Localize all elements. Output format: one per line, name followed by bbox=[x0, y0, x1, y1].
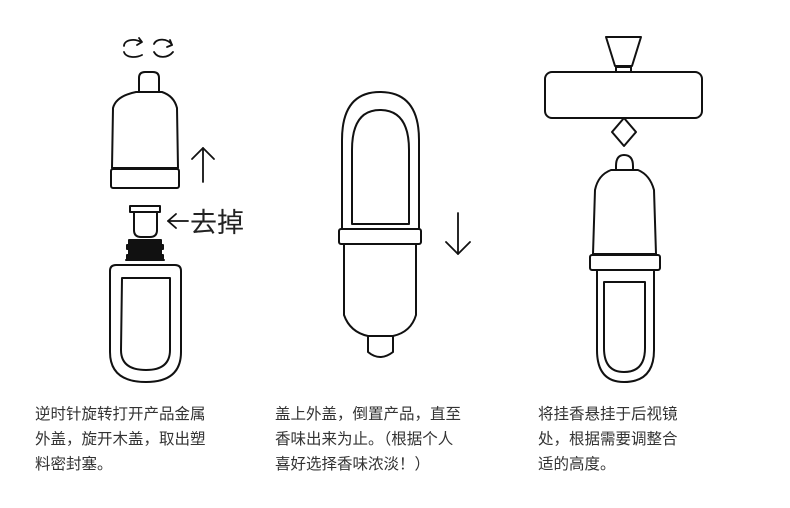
step-3-caption: 将挂香悬挂于后视镜 处，根据需要调整合 适的高度。 bbox=[538, 405, 678, 473]
arrow-down-icon bbox=[445, 212, 471, 255]
arrow-left-icon bbox=[167, 213, 189, 229]
step-1-illustration: 去掉 bbox=[109, 37, 244, 383]
wooden-cap bbox=[129, 205, 161, 238]
rotate-arrows-icon bbox=[123, 37, 174, 58]
inverted-bottle bbox=[338, 91, 422, 358]
remove-label: 去掉 bbox=[190, 208, 244, 239]
rearview-mirror bbox=[544, 36, 703, 119]
step-2-illustration bbox=[338, 91, 471, 358]
arrow-up-icon bbox=[191, 147, 215, 183]
step-2-caption: 盖上外盖，倒置产品，直至 香味出来为止。（根据个人 喜好选择香味浓淡！） bbox=[275, 405, 462, 473]
metal-outer-cap bbox=[110, 71, 180, 189]
perfume-bottle bbox=[109, 239, 182, 383]
step-3-illustration bbox=[544, 36, 703, 383]
hanging-string bbox=[611, 117, 637, 147]
hanging-bottle bbox=[589, 154, 661, 383]
step-1-caption: 逆时针旋转打开产品金属 外盖，旋开木盖，取出塑 料密封塞。 bbox=[35, 405, 206, 473]
